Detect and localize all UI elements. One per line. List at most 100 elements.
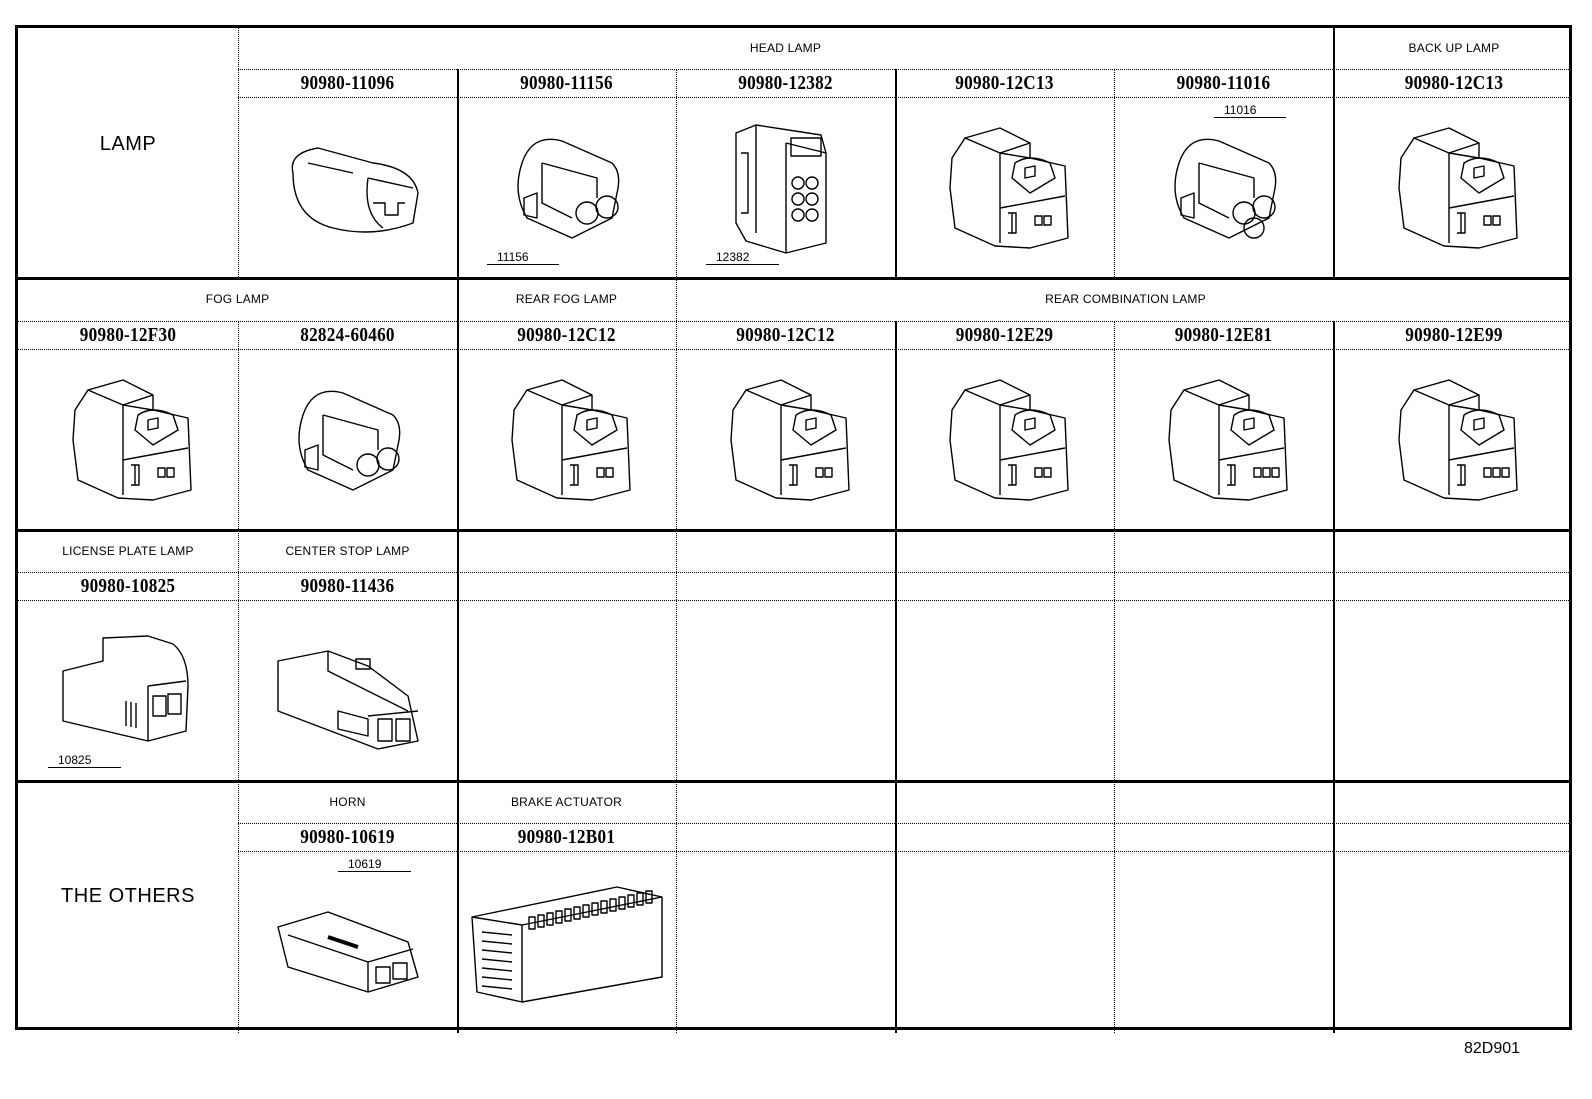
- cell-divider: [238, 69, 1569, 70]
- column-divider: [1333, 321, 1335, 531]
- connector-cell: 90980-12E81: [1114, 321, 1333, 531]
- part-number: 90980-12382: [738, 72, 833, 94]
- column-divider: [676, 69, 677, 279]
- connector-2pin-barrel-icon: 11156: [457, 97, 676, 279]
- group-label: REAR FOG LAMP: [515, 292, 618, 306]
- connector-cell: 90980-11156 11156: [457, 69, 676, 279]
- column-divider: [457, 69, 459, 279]
- column-divider: [1114, 69, 1115, 279]
- cell-divider: [238, 97, 1569, 98]
- connector-2pin-latch-icon: [895, 97, 1114, 279]
- connector-cell: 90980-10825 10825: [18, 572, 238, 782]
- connector-cell: 90980-12C12: [457, 321, 676, 531]
- part-number: 90980-12E99: [1405, 324, 1503, 346]
- sheet-code: 82D901: [1464, 1040, 1521, 1057]
- connector-actuator-icon: [457, 851, 676, 1033]
- connector-2pin-square-icon: 10825: [18, 600, 238, 782]
- connector-cell: 90980-12C13: [895, 69, 1114, 279]
- connector-2pin-round-icon: [238, 97, 457, 279]
- column-divider: [1114, 321, 1115, 531]
- callout-label: 12382: [706, 250, 780, 265]
- cell-divider: [18, 600, 1569, 601]
- column-divider: [895, 531, 897, 782]
- connector-cell: 90980-12E99: [1333, 321, 1575, 531]
- group-label: FOG LAMP: [205, 292, 270, 306]
- connector-2pin-latch-icon: [1333, 97, 1575, 279]
- part-number: 90980-12F30: [79, 324, 177, 346]
- column-divider: [238, 321, 239, 531]
- connector-2pin-latch-icon: [18, 349, 238, 531]
- connector-cell: 90980-11096: [238, 69, 457, 279]
- column-divider: [457, 531, 459, 782]
- part-number: 90980-11016: [1176, 72, 1271, 94]
- part-number: 90980-12B01: [517, 826, 616, 848]
- cell-divider: [18, 321, 1569, 322]
- group-label: HEAD LAMP: [749, 40, 822, 55]
- column-divider: [1333, 782, 1335, 1033]
- part-number: 90980-11096: [300, 72, 395, 94]
- connector-2pin-barrel-icon: [238, 349, 457, 531]
- column-divider: [676, 782, 677, 1033]
- group-label: CENTER STOP LAMP: [285, 543, 410, 558]
- row-divider: [18, 780, 1569, 783]
- column-divider: [238, 531, 239, 782]
- connector-2pin-flat-icon: [238, 600, 457, 782]
- connector-3pin-latch-icon: [1333, 349, 1575, 531]
- column-divider: [238, 28, 239, 279]
- connector-cell: 90980-12E29: [895, 321, 1114, 531]
- connector-cell: 90980-11016 11016: [1114, 69, 1333, 279]
- callout-label: 11016: [1214, 103, 1287, 118]
- connector-3pin-latch-icon: [1114, 349, 1333, 531]
- cell-divider: [18, 349, 1569, 350]
- row-divider: [18, 277, 1569, 280]
- cell-divider: [18, 572, 1569, 573]
- group-label: BRAKE ACTUATOR: [510, 794, 623, 809]
- connector-cell: 90980-12C12: [676, 321, 895, 531]
- group-label: HORN: [329, 794, 366, 809]
- connector-cell: 82824-60460: [238, 321, 457, 531]
- connector-2pin-latch-icon: [895, 349, 1114, 531]
- connector-2pin-latch-icon: [457, 349, 676, 531]
- column-divider: [895, 69, 897, 279]
- column-divider: [1333, 28, 1335, 279]
- part-number: 82824-60460: [300, 324, 395, 346]
- part-number: 90980-12C13: [955, 72, 1054, 94]
- callout-label: 10825: [48, 753, 122, 768]
- column-divider: [238, 782, 239, 1033]
- column-divider: [676, 531, 677, 782]
- column-divider: [895, 782, 897, 1033]
- part-number: 90980-12C12: [736, 324, 835, 346]
- category-label-others: THE OTHERS: [61, 885, 195, 907]
- column-divider: [1114, 782, 1115, 1033]
- connector-cell: 90980-11436: [238, 572, 457, 782]
- row-divider: [18, 529, 1569, 532]
- connector-cell: 90980-10619 10619: [238, 823, 457, 1033]
- connector-3pin-barrel-icon: 11016: [1114, 97, 1333, 279]
- part-number: 90980-10619: [300, 826, 395, 848]
- group-label: LICENSE PLATE LAMP: [62, 543, 194, 558]
- column-divider: [457, 782, 459, 1033]
- part-number: 90980-12E29: [955, 324, 1054, 346]
- part-number: 90980-12C13: [1404, 72, 1504, 94]
- connector-cell: 90980-12382 12382: [676, 69, 895, 279]
- part-number: 90980-11436: [300, 575, 395, 597]
- connector-horn-icon: 10619: [238, 851, 457, 1033]
- group-label: REAR COMBINATION LAMP: [1045, 292, 1206, 306]
- callout-label: 11156: [487, 250, 559, 265]
- connector-multipin-icon: 12382: [676, 97, 895, 279]
- connector-2pin-latch-icon: [676, 349, 895, 531]
- connector-cell: 90980-12C13: [1333, 69, 1575, 279]
- part-number: 90980-12E81: [1174, 324, 1273, 346]
- category-label-lamp: LAMP: [99, 133, 157, 155]
- column-divider: [457, 279, 459, 531]
- part-number: 90980-10825: [80, 575, 176, 597]
- group-label: BACK UP LAMP: [1408, 40, 1500, 55]
- cell-divider: [238, 823, 1569, 824]
- connector-cell: 90980-12B01: [457, 823, 676, 1033]
- connector-cell: 90980-12F30: [18, 321, 238, 531]
- column-divider: [895, 321, 897, 531]
- column-divider: [1114, 531, 1115, 782]
- cell-divider: [238, 851, 1569, 852]
- column-divider: [1333, 531, 1335, 782]
- part-number: 90980-11156: [520, 72, 613, 94]
